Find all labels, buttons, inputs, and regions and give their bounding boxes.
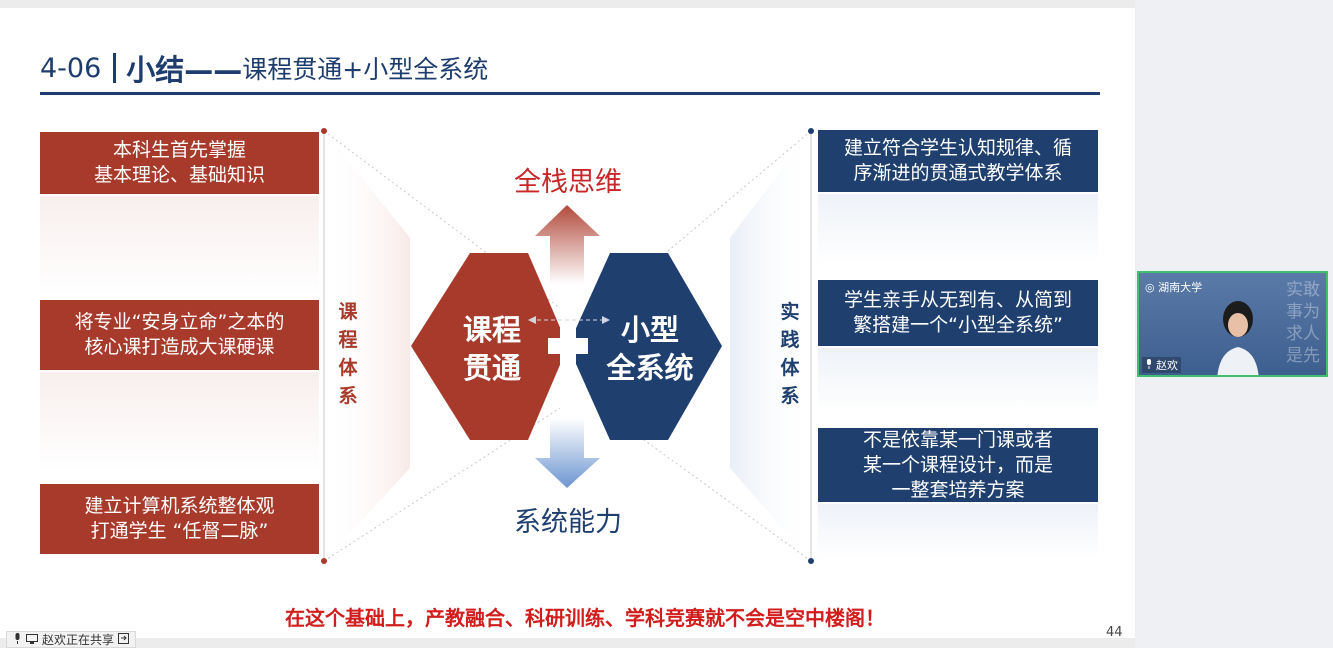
right-label-char: 系 xyxy=(780,385,800,407)
left-label-char: 课 xyxy=(338,301,358,323)
participant-video-tile[interactable]: ◎ 湖南大学 实敢 事为 求人 是先 赵欢 xyxy=(1137,271,1328,377)
right-box-1-fill xyxy=(818,194,1098,264)
title-rest: 课程贯通+小型全系统 xyxy=(242,55,489,84)
motto-char: 人 xyxy=(1303,324,1320,344)
up-arrow xyxy=(535,205,600,284)
right-box-2-line1: 学生亲手从无到有、从简到 xyxy=(843,289,1072,311)
background-motto: 实敢 事为 求人 是先 xyxy=(1286,279,1320,367)
motto-char: 为 xyxy=(1303,302,1320,322)
hex-right-text: 小型 全系统 xyxy=(596,311,704,387)
hex-left-line1: 课程 xyxy=(462,313,521,347)
left-label-char: 系 xyxy=(338,385,358,407)
left-box-3-line2: 打通学生 “任督二脉” xyxy=(90,520,269,542)
left-box-1-line1: 本科生首先掌握 xyxy=(112,139,246,161)
motto-char: 求 xyxy=(1286,324,1303,344)
motto-char: 是 xyxy=(1286,346,1303,366)
plus-horizontal xyxy=(548,338,588,354)
motto-char: 事 xyxy=(1286,302,1303,322)
screen-top-bar xyxy=(0,0,1135,8)
hex-right-line1: 小型 xyxy=(620,313,679,347)
right-box-2: 学生亲手从无到有、从简到 繁搭建一个“小型全系统” xyxy=(818,280,1098,346)
microphone-icon xyxy=(1145,358,1153,372)
left-box-2-fill xyxy=(40,372,319,472)
top-word: 全栈思维 xyxy=(514,167,622,198)
screen-share-icon xyxy=(26,633,38,647)
left-label-char: 程 xyxy=(338,329,358,351)
left-vertical-label: 课 程 体 系 xyxy=(336,298,360,410)
title-number: 4-06 xyxy=(40,52,102,84)
share-control-icon[interactable] xyxy=(118,632,130,647)
motto-char: 实 xyxy=(1286,280,1303,300)
left-box-2-line2: 核心课打造成大课硬课 xyxy=(84,336,275,358)
left-box-2-line1: 将专业“安身立命”之本的 xyxy=(74,311,285,333)
share-status-text: 赵欢正在共享 xyxy=(42,633,115,647)
right-box-1-line2: 序渐进的贯通式教学体系 xyxy=(853,162,1063,184)
motto-char: 先 xyxy=(1303,346,1320,366)
left-box-1: 本科生首先掌握 基本理论、基础知识 xyxy=(40,132,319,194)
presentation-slide: 4-06 小结—— 课程贯通+小型全系统 xyxy=(0,8,1135,640)
logo-text: 湖南大学 xyxy=(1158,281,1203,294)
bottom-word: 系统能力 xyxy=(514,507,622,538)
title-underline xyxy=(40,92,1100,95)
right-label-char: 体 xyxy=(780,357,800,379)
title-separator xyxy=(113,53,117,83)
right-label-char: 践 xyxy=(780,329,800,351)
right-box-3: 不是依靠某一门课或者 某一个课程设计，而是 一整套培养方案 xyxy=(818,428,1098,502)
hex-right-line2: 全系统 xyxy=(606,351,694,385)
page-number: 44 xyxy=(1106,625,1123,640)
left-box-3-line1: 建立计算机系统整体观 xyxy=(84,495,275,517)
right-box-1: 建立符合学生认知规律、循 序渐进的贯通式教学体系 xyxy=(818,130,1098,192)
participant-name: 赵欢 xyxy=(1156,359,1178,372)
bottom-statement: 在这个基础上，产教融合、科研训练、学科竞赛就不会是空中楼阁！ xyxy=(285,606,885,630)
slide-title: 4-06 小结—— 课程贯通+小型全系统 xyxy=(40,48,488,88)
right-label-char: 实 xyxy=(780,301,800,323)
right-box-2-fill xyxy=(818,348,1098,412)
university-logo: ◎ 湖南大学 xyxy=(1145,281,1203,294)
participant-avatar xyxy=(1217,301,1259,375)
motto-char: 敢 xyxy=(1303,280,1320,300)
hex-left-line2: 贯通 xyxy=(462,351,521,385)
left-label-char: 体 xyxy=(338,357,358,379)
right-box-3-fill xyxy=(818,504,1098,560)
hex-left-shape xyxy=(411,253,568,440)
right-box-1-line1: 建立符合学生认知规律、循 xyxy=(843,137,1072,159)
hex-left-text: 课程 贯通 xyxy=(452,311,532,387)
screen-share-indicator[interactable]: 赵欢正在共享 xyxy=(6,631,137,648)
right-box-3-line1: 不是依靠某一门课或者 xyxy=(862,428,1053,451)
microphone-icon xyxy=(13,632,22,647)
hex-right-shape xyxy=(568,253,722,440)
participant-name-label: 赵欢 xyxy=(1142,357,1181,373)
down-arrow xyxy=(535,418,600,488)
right-box-2-line2: 繁搭建一个“小型全系统” xyxy=(853,314,1063,336)
title-bold: 小结—— xyxy=(126,53,243,87)
right-box-3-line2: 某一个课程设计，而是 xyxy=(862,453,1053,476)
right-vertical-label: 实 践 体 系 xyxy=(778,298,802,410)
connector-lines xyxy=(321,128,814,564)
left-box-3: 建立计算机系统整体观 打通学生 “任督二脉” xyxy=(40,484,319,554)
left-box-1-fill xyxy=(40,196,319,296)
right-box-3-line3: 一整套培养方案 xyxy=(891,478,1025,501)
screen-bottom-bar xyxy=(0,638,1135,648)
left-box-1-line2: 基本理论、基础知识 xyxy=(93,164,265,186)
left-box-2: 将专业“安身立命”之本的 核心课打造成大课硬课 xyxy=(40,300,319,370)
